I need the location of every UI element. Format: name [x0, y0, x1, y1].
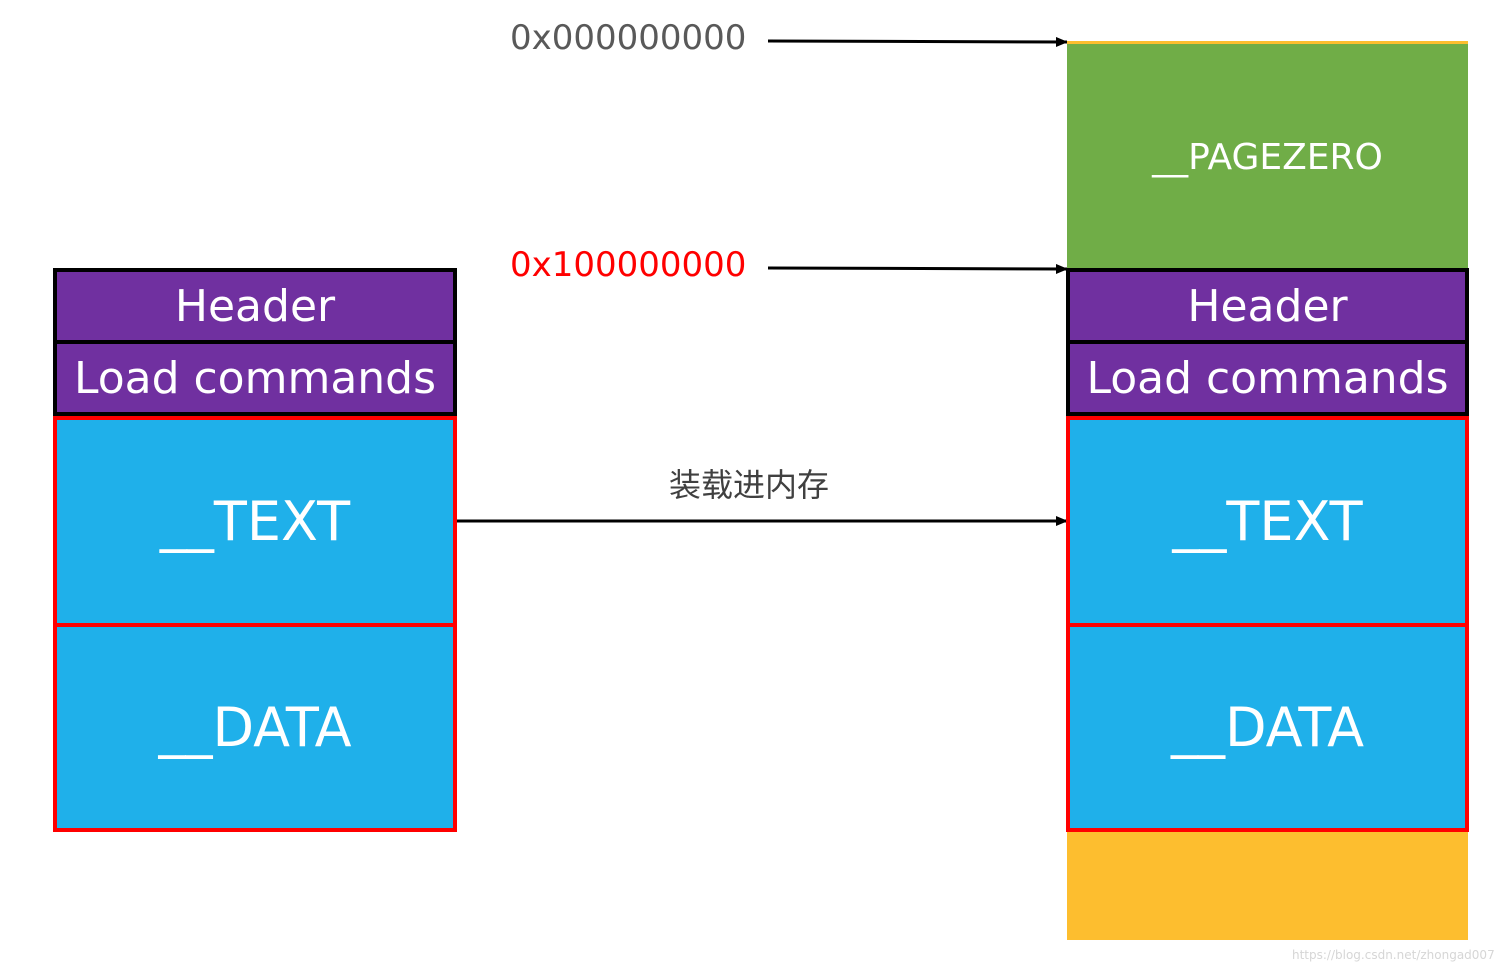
memory-text-label: __TEXT [1172, 490, 1363, 553]
file-data-segment: __DATA [53, 623, 457, 832]
load-into-memory-caption: 装载进内存 [669, 466, 830, 504]
file-load-commands-block: Load commands [53, 340, 457, 416]
memory-data-segment: __DATA [1066, 623, 1469, 832]
file-text-segment: __TEXT [53, 416, 457, 627]
address-zero-label: 0x000000000 [510, 18, 747, 58]
memory-pagezero-label: __PAGEZERO [1152, 136, 1383, 178]
memory-pagezero-segment: __PAGEZERO [1067, 41, 1468, 270]
memory-data-label: __DATA [1170, 696, 1365, 759]
memory-text-segment: __TEXT [1066, 416, 1469, 627]
file-load-commands-label: Load commands [73, 352, 437, 404]
memory-header-label: Header [1187, 280, 1348, 332]
file-data-label: __DATA [158, 696, 352, 759]
watermark-text: https://blog.csdn.net/zhongad007 [1292, 948, 1495, 962]
file-header-label: Header [174, 280, 336, 332]
file-text-label: __TEXT [159, 490, 351, 553]
arrow-zero-address [767, 36, 1068, 47]
address-base-label: 0x100000000 [510, 245, 747, 285]
memory-header-block: Header [1066, 268, 1469, 344]
memory-load-commands-block: Load commands [1066, 340, 1469, 416]
arrow-base-address [767, 263, 1068, 274]
memory-remaining-region [1067, 832, 1468, 940]
file-header-block: Header [53, 268, 457, 344]
memory-load-commands-label: Load commands [1086, 352, 1449, 404]
